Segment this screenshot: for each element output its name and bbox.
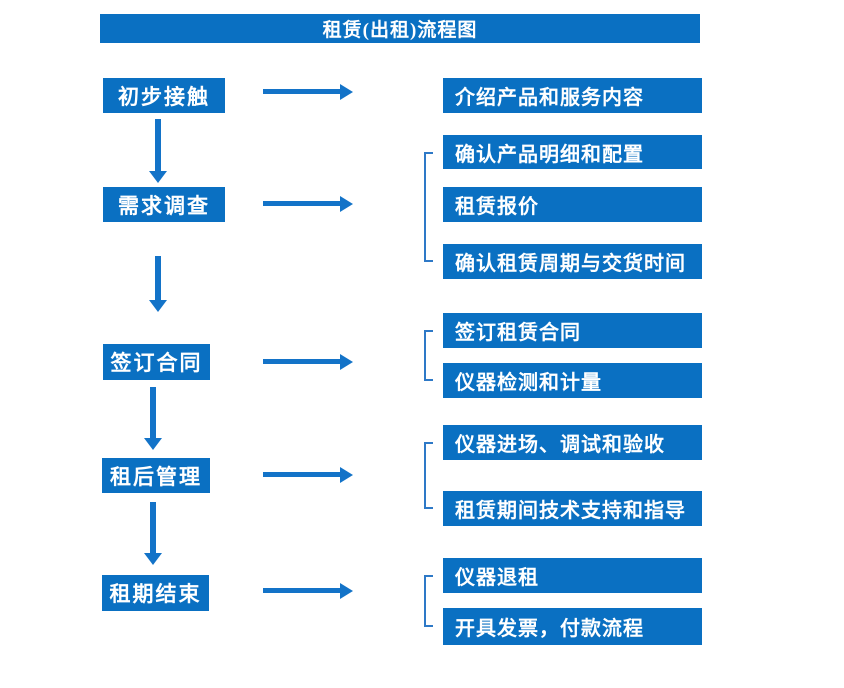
flow-arrow-down-icon: [149, 119, 168, 183]
flow-arrow-right-icon: [263, 467, 353, 483]
output-box: 确认产品明细和配置: [443, 135, 702, 169]
stage-box-initial-contact: 初步接触: [103, 78, 225, 113]
output-box: 确认租赁周期与交货时间: [443, 244, 702, 279]
flowchart-title: 租赁(出租)流程图: [322, 20, 478, 41]
group-bracket: [424, 442, 433, 509]
flow-arrow-down-icon: [144, 502, 163, 565]
output-box: 租赁期间技术支持和指导: [443, 491, 702, 526]
output-box: 开具发票，付款流程: [443, 608, 702, 645]
group-bracket: [424, 575, 433, 627]
flow-arrow-right-icon: [263, 84, 353, 100]
flow-arrow-right-icon: [263, 583, 353, 599]
output-box: 仪器进场、调试和验收: [443, 425, 702, 460]
flow-arrow-down-icon: [149, 256, 168, 312]
output-box: 仪器退租: [443, 558, 702, 593]
flowchart-title-bar: 租赁(出租)流程图: [100, 14, 700, 43]
stage-box-demand-survey: 需求调查: [103, 187, 225, 222]
flow-arrow-right-icon: [263, 354, 353, 370]
stage-box-rental-end: 租期结束: [102, 575, 209, 611]
output-box: 租赁报价: [443, 187, 702, 222]
group-bracket: [424, 330, 433, 381]
output-box: 仪器检测和计量: [443, 363, 702, 398]
stage-box-post-rental-management: 租后管理: [102, 458, 210, 493]
stage-box-contract-signing: 签订合同: [103, 344, 210, 380]
flow-arrow-right-icon: [263, 196, 353, 212]
output-box: 签订租赁合同: [443, 313, 702, 348]
output-box: 介绍产品和服务内容: [443, 78, 702, 113]
flow-arrow-down-icon: [144, 387, 163, 450]
group-bracket: [424, 152, 433, 262]
